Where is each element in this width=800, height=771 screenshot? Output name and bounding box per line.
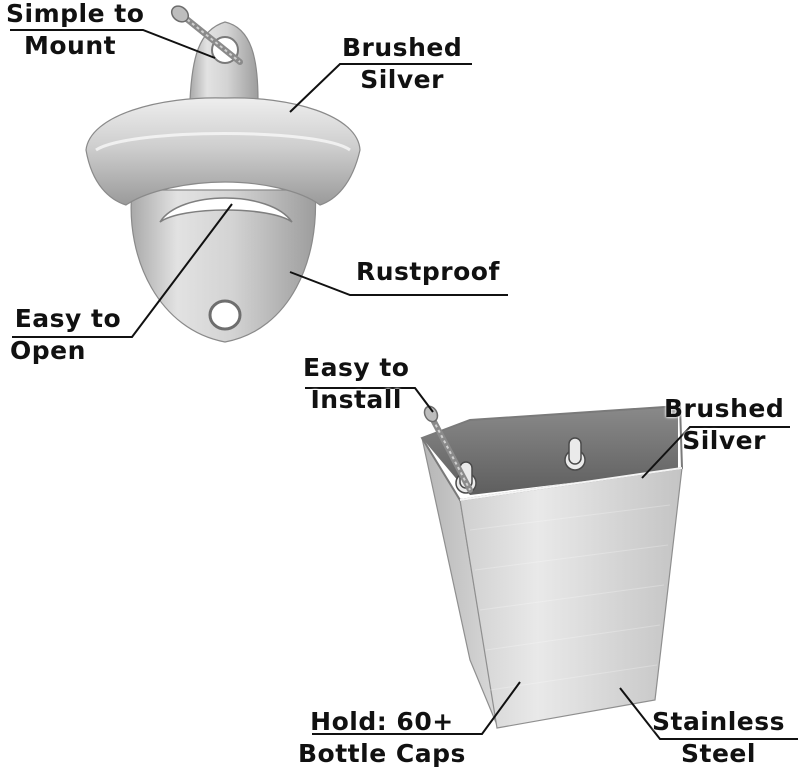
opener-bottom-hole [208,299,242,331]
opener-cap-lip [159,197,293,223]
label-brushed-silver-top: Brushed Silver [342,32,462,96]
label-simple-to-mount: Simple to Mount [6,0,144,62]
opener-body [130,189,317,343]
label-easy-to-open: Easy to Open [10,303,126,367]
label-line: Brushed [342,33,463,62]
catcher-interior [422,406,678,495]
label-line: Easy to [303,353,410,382]
label-easy-to-install: Easy to Install [303,352,409,416]
label-line: Simple to [6,0,145,28]
label-hold-capacity: Hold: 60+ Bottle Caps [298,706,466,770]
label-line: Stainless [652,707,785,736]
callout-easy-to-install [305,387,434,413]
label-line: Rustproof [356,257,500,286]
opener-shell [85,97,361,206]
callout-easy-to-open [12,203,233,338]
label-line: Hold: 60+ [310,707,454,736]
callout-brushed-silver-top [289,63,472,113]
label-rustproof: Rustproof [356,256,500,288]
bottle-opener [85,5,361,343]
keyhole-slot [564,437,586,471]
label-line: Open [10,336,86,365]
label-line: Bottle Caps [298,739,466,768]
cap-catcher [420,404,684,729]
label-line: Silver [360,65,444,94]
label-line: Easy to [14,304,122,333]
label-line: Steel [681,739,756,768]
callout-stainless-steel [619,687,798,740]
screw-icon [423,405,473,493]
label-line: Mount [24,31,117,60]
label-line: Silver [682,426,766,455]
callout-rustproof [289,271,508,296]
callout-hold-capacity [312,681,521,735]
callout-lines [10,29,798,740]
label-stainless-steel: Stainless Steel [652,706,785,770]
label-line: Install [310,385,402,414]
screw-icon [170,5,243,65]
callout-simple-to-mount [10,29,216,59]
callout-brushed-silver-bottom [641,426,790,479]
label-brushed-silver-bottom: Brushed Silver [664,393,784,457]
label-line: Brushed [664,394,785,423]
